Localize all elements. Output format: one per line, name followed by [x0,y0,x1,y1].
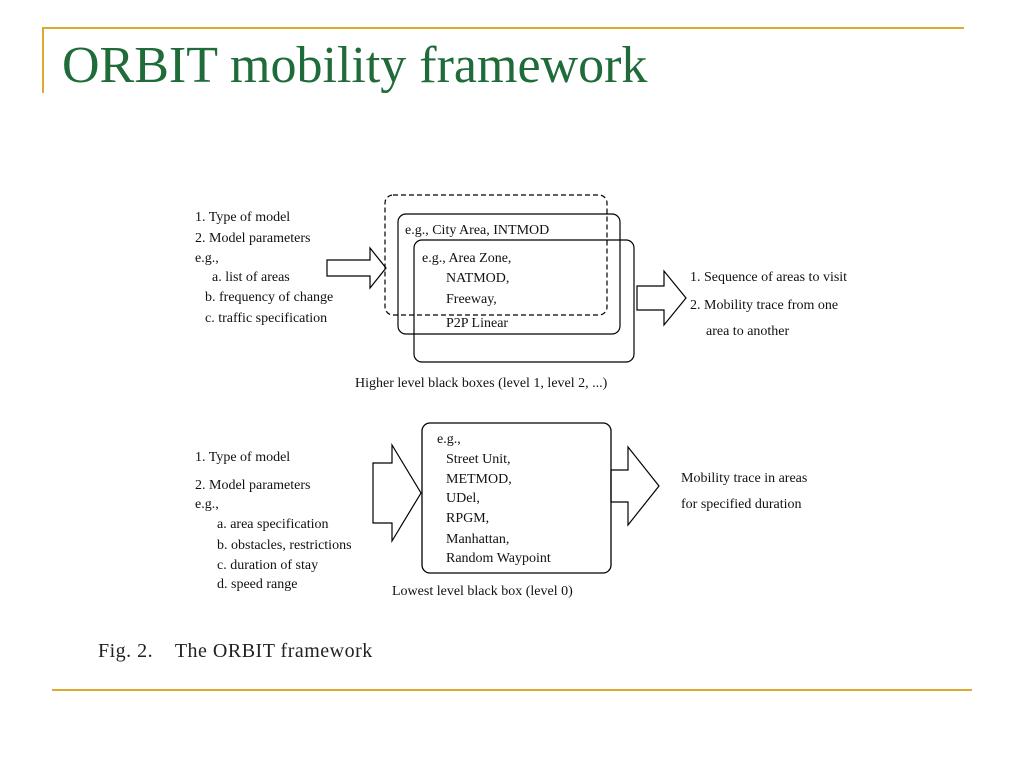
bottom-input-item: a. area specification [217,517,329,532]
level1-box-line: e.g., Area Zone, [422,251,511,266]
top-output-arrow [636,269,687,327]
top-input-item: c. traffic specification [205,311,327,326]
bottom-input-item: b. obstacles, restrictions [217,538,352,553]
level0-box-line: METMOD, [446,472,512,487]
bottom-input-item: d. speed range [217,577,297,592]
level0-box-line: Street Unit, [446,452,511,467]
slide-title: ORBIT mobility framework [62,37,648,94]
level2-box [397,213,621,335]
bottom-accent-line [52,689,972,691]
top-input-item: 2. Model parameters [195,231,310,246]
top-input-list: 1. Type of model 2. Model parameters e.g… [195,210,333,326]
bottom-output-list: Mobility trace in areas for specified du… [681,471,807,512]
level0-box-line: Random Waypoint [446,551,551,566]
bottom-input-item: 2. Model parameters [195,478,310,493]
bottom-input-item: c. duration of stay [217,558,318,573]
level0-box-line: UDel, [446,491,480,506]
bottom-output-item: for specified duration [681,497,802,512]
bottom-input-item: e.g., [195,497,219,512]
level1-box [413,239,635,363]
top-input-item: 1. Type of model [195,210,290,225]
bottom-output-arrow [610,445,660,527]
level0-box-line: Manhattan, [446,532,509,547]
top-input-arrow [326,246,387,290]
top-output-item: 2. Mobility trace from one [690,298,838,313]
left-accent-line [42,27,44,93]
level1-box-text: e.g., Area Zone, NATMOD, Freeway, P2P Li… [422,251,511,331]
bottom-input-item: 1. Type of model [195,450,290,465]
top-output-item: area to another [706,324,790,339]
top-caption: Higher level black boxes (level 1, level… [355,376,608,391]
level1-box-line: P2P Linear [446,316,508,331]
level2-box-text: e.g., City Area, INTMOD [405,223,549,238]
top-input-item: b. frequency of change [205,290,333,305]
top-output-item: 1. Sequence of areas to visit [690,270,847,285]
bottom-input-arrow [372,442,422,544]
top-input-item: e.g., [195,251,219,266]
top-accent-line [42,27,964,29]
level0-box-text: e.g., Street Unit, METMOD, UDel, RPGM, M… [437,432,551,566]
figure-caption: Fig. 2. The ORBIT framework [98,640,373,662]
level0-box-line: RPGM, [446,511,489,526]
bottom-input-list: 1. Type of model 2. Model parameters e.g… [195,450,352,592]
bottom-output-item: Mobility trace in areas [681,471,807,486]
bottom-caption: Lowest level black box (level 0) [392,584,573,599]
top-input-item: a. list of areas [212,270,290,285]
level1-box-line: Freeway, [446,292,497,307]
level1-box-line: NATMOD, [446,271,509,286]
level0-box-line: e.g., [437,432,461,447]
top-output-list: 1. Sequence of areas to visit 2. Mobilit… [690,270,847,339]
